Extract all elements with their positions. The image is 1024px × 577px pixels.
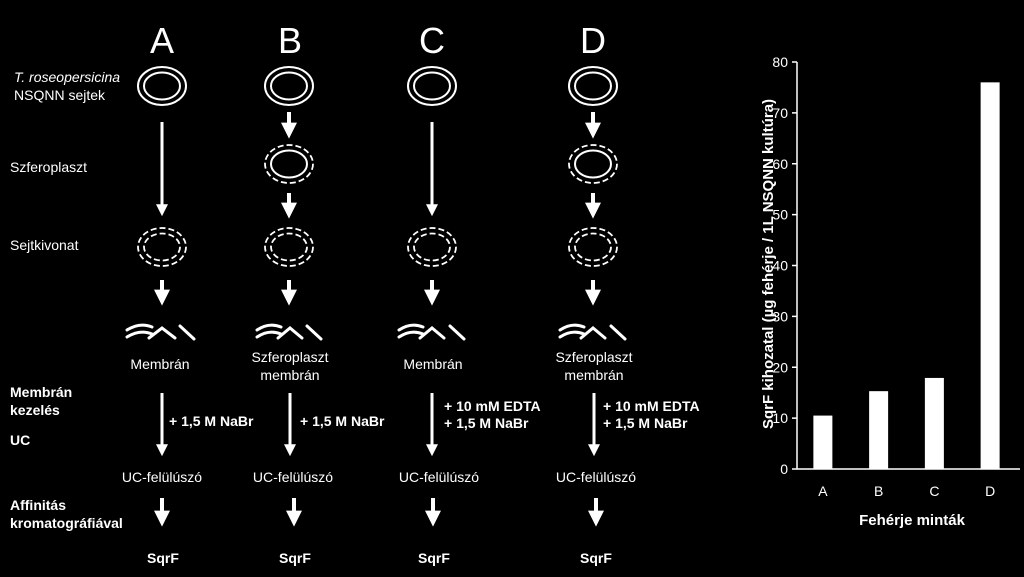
row-label-membrane-treatment-2: kezelés <box>10 402 60 418</box>
column-header-b: B <box>278 20 302 61</box>
supernatant-label: UC-felülúszó <box>253 469 333 485</box>
column-headers: A B C D <box>150 20 606 61</box>
product-label: SqrF <box>279 550 311 566</box>
bar-chart: 0 10 20 30 40 50 60 70 80 A B C D Fehérje minták Sq… <box>760 54 1020 529</box>
membrane-label-line-2: membrán <box>260 367 319 383</box>
column-header-a: A <box>150 20 174 61</box>
y-tick-label: 40 <box>772 258 788 274</box>
membrane-fragments-icon <box>255 323 323 341</box>
bar-b <box>869 391 889 469</box>
row-label-membrane-treatment-1: Membrán <box>10 384 72 400</box>
y-axis-ticks: 0 10 20 30 40 50 60 70 80 <box>772 54 797 477</box>
supernatant-label: UC-felülúszó <box>399 469 479 485</box>
row-label-organism: T. roseopersicina <box>14 69 120 85</box>
supernatant-label: UC-felülúszó <box>122 469 202 485</box>
y-tick-label: 50 <box>772 207 788 223</box>
y-tick-label: 10 <box>772 410 788 426</box>
y-tick-label: 30 <box>772 308 788 324</box>
membrane-label: Membrán <box>403 356 462 372</box>
y-tick-label: 80 <box>772 54 788 70</box>
column-c: Membrán + 10 mM EDTA + 1,5 M NaBr UC-fel… <box>397 66 541 566</box>
cell-icon <box>264 66 314 106</box>
cell-icon <box>568 66 618 106</box>
product-label: SqrF <box>418 550 450 566</box>
column-header-c: C <box>419 20 445 61</box>
row-label-spheroplast: Szferoplaszt <box>10 159 87 175</box>
x-tick-label: A <box>818 483 828 499</box>
treatment-label-1: + 10 mM EDTA <box>603 398 700 414</box>
column-header-d: D <box>580 20 606 61</box>
row-labels: T. roseopersicina NSQNN sejtek Szferopla… <box>10 69 123 531</box>
bar-c <box>924 377 944 469</box>
column-b: Szferoplaszt membrán + 1,5 M NaBr UC-fel… <box>251 66 385 566</box>
chart-bars <box>813 82 1000 469</box>
membrane-label-line-1: Szferoplaszt <box>251 349 328 365</box>
treatment-label: + 1,5 M NaBr <box>169 413 254 429</box>
product-label: SqrF <box>147 550 179 566</box>
extract-icon <box>264 227 314 267</box>
x-tick-label: C <box>929 483 939 499</box>
x-tick-label: B <box>874 483 883 499</box>
bar-a <box>813 415 833 469</box>
treatment-label-2: + 1,5 M NaBr <box>603 415 688 431</box>
row-label-cells: NSQNN sejtek <box>14 87 106 103</box>
membrane-label-line-2: membrán <box>564 367 623 383</box>
row-label-affinity-1: Affinitás <box>10 497 66 513</box>
membrane-label: Membrán <box>130 356 189 372</box>
cell-icon <box>137 66 187 106</box>
membrane-fragments-icon <box>397 323 466 341</box>
spheroplast-icon <box>568 144 618 184</box>
row-label-affinity-2: kromatográfiával <box>10 515 123 531</box>
product-label: SqrF <box>580 550 612 566</box>
y-tick-label: 20 <box>772 359 788 375</box>
x-axis-title: Fehérje minták <box>859 512 966 529</box>
x-tick-label: D <box>985 483 995 499</box>
supernatant-label: UC-felülúszó <box>556 469 636 485</box>
bar-d <box>980 82 1000 469</box>
treatment-label: + 1,5 M NaBr <box>300 413 385 429</box>
row-label-extract: Sejtkivonat <box>10 237 79 253</box>
extract-icon <box>407 227 457 267</box>
membrane-fragments-icon <box>125 323 196 341</box>
cell-icon <box>407 66 457 106</box>
y-axis-title: SqrF kihozatal (µg fehérje / 1L NSQNN ku… <box>760 99 777 429</box>
treatment-label-1: + 10 mM EDTA <box>444 398 541 414</box>
treatment-label-2: + 1,5 M NaBr <box>444 415 529 431</box>
extract-icon <box>568 227 618 267</box>
x-axis-ticks: A B C D <box>818 483 995 499</box>
column-a: Membrán + 1,5 M NaBr UC-felülúszó SqrF <box>122 66 254 566</box>
membrane-fragments-icon <box>558 323 627 341</box>
y-tick-label: 0 <box>780 461 788 477</box>
y-tick-label: 70 <box>772 105 788 121</box>
y-tick-label: 60 <box>772 156 788 172</box>
membrane-label-line-1: Szferoplaszt <box>555 349 632 365</box>
row-label-uc: UC <box>10 432 30 448</box>
spheroplast-icon <box>264 144 314 184</box>
extract-icon <box>137 227 187 267</box>
column-d: Szferoplaszt membrán + 10 mM EDTA + 1,5 … <box>555 66 700 566</box>
